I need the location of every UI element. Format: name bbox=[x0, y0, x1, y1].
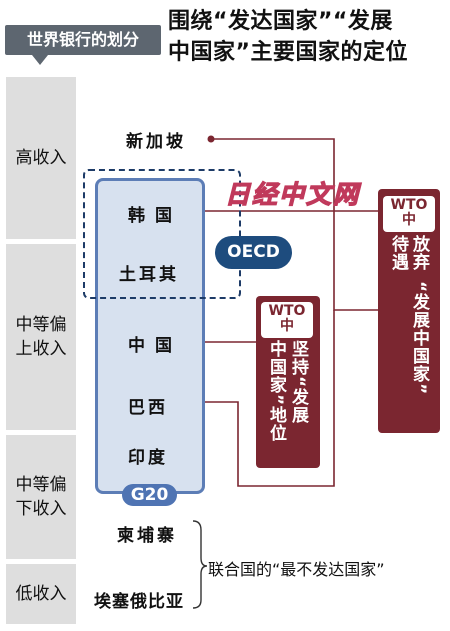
band-label-line2: 上收入 bbox=[15, 339, 67, 359]
title-line-1: 围绕“发达国家”“发展 bbox=[168, 9, 393, 34]
band-label-line2: 下收入 bbox=[15, 499, 67, 519]
band-lower-middle-income: 中等偏 下收入 bbox=[6, 435, 76, 559]
wto-keep-col-b: 坚持“发展 bbox=[288, 340, 308, 425]
country-korea: 韩国 bbox=[128, 206, 182, 226]
country-india: 印度 bbox=[128, 448, 168, 468]
title-line-2: 中国家”主要国家的定位 bbox=[168, 40, 408, 65]
band-high-income: 高收入 bbox=[6, 77, 76, 239]
dot-singapore bbox=[207, 135, 215, 143]
country-brazil: 巴西 bbox=[128, 398, 168, 418]
band-label-line1: 中等偏 bbox=[15, 475, 67, 495]
wto-badge-line1: WTO bbox=[390, 197, 428, 213]
country-china: 中国 bbox=[128, 336, 182, 356]
wto-keep-col-a: 中国家”地位 bbox=[266, 340, 286, 443]
wto-keep-box: WTO 中 中国家”地位 坚持“发展 bbox=[256, 296, 320, 468]
line-brazil bbox=[198, 310, 335, 487]
wto-badge-line1: WTO bbox=[268, 303, 306, 319]
world-bank-classification-tag: 世界银行的划分 bbox=[5, 25, 161, 55]
line-singapore bbox=[211, 138, 378, 311]
oecd-badge: OECD bbox=[215, 236, 292, 269]
ldc-bracket bbox=[192, 520, 208, 609]
wto-give-up-box: WTO 中 待遇 放弃 “发展中国家” bbox=[378, 189, 440, 433]
nikkei-watermark: 日经中文网 bbox=[224, 179, 361, 209]
wto-give-up-col-b: 放弃 bbox=[409, 235, 429, 271]
un-ldc-label: 联合国的“最不发达国家” bbox=[208, 560, 385, 579]
wto-give-up-col-a: 待遇 bbox=[388, 235, 408, 271]
country-turkey: 土耳其 bbox=[119, 265, 179, 285]
band-label: 低收入 bbox=[15, 584, 67, 604]
g20-group-box bbox=[95, 178, 205, 494]
country-singapore: 新加坡 bbox=[126, 132, 186, 152]
g20-badge: G20 bbox=[122, 484, 177, 506]
country-ethiopia: 埃塞俄比亚 bbox=[94, 592, 184, 612]
band-low-income: 低收入 bbox=[6, 564, 76, 624]
band-label-line1: 中等偏 bbox=[15, 315, 67, 335]
page-title: 围绕“发达国家”“发展 中国家”主要国家的定位 bbox=[168, 6, 408, 68]
wto-badge-line2: 中 bbox=[402, 212, 416, 228]
band-label: 高收入 bbox=[15, 148, 67, 168]
oecd-group-outline bbox=[83, 169, 241, 299]
band-upper-middle-income: 中等偏 上收入 bbox=[6, 244, 76, 430]
country-cambodia: 柬埔寨 bbox=[117, 526, 177, 546]
wto-badge: WTO 中 bbox=[261, 302, 313, 338]
wto-give-up-col-c: “发展中国家” bbox=[409, 281, 429, 396]
wto-badge: WTO 中 bbox=[383, 196, 435, 232]
tag-pointer-arrow bbox=[32, 55, 48, 65]
wto-badge-line2: 中 bbox=[280, 318, 294, 334]
